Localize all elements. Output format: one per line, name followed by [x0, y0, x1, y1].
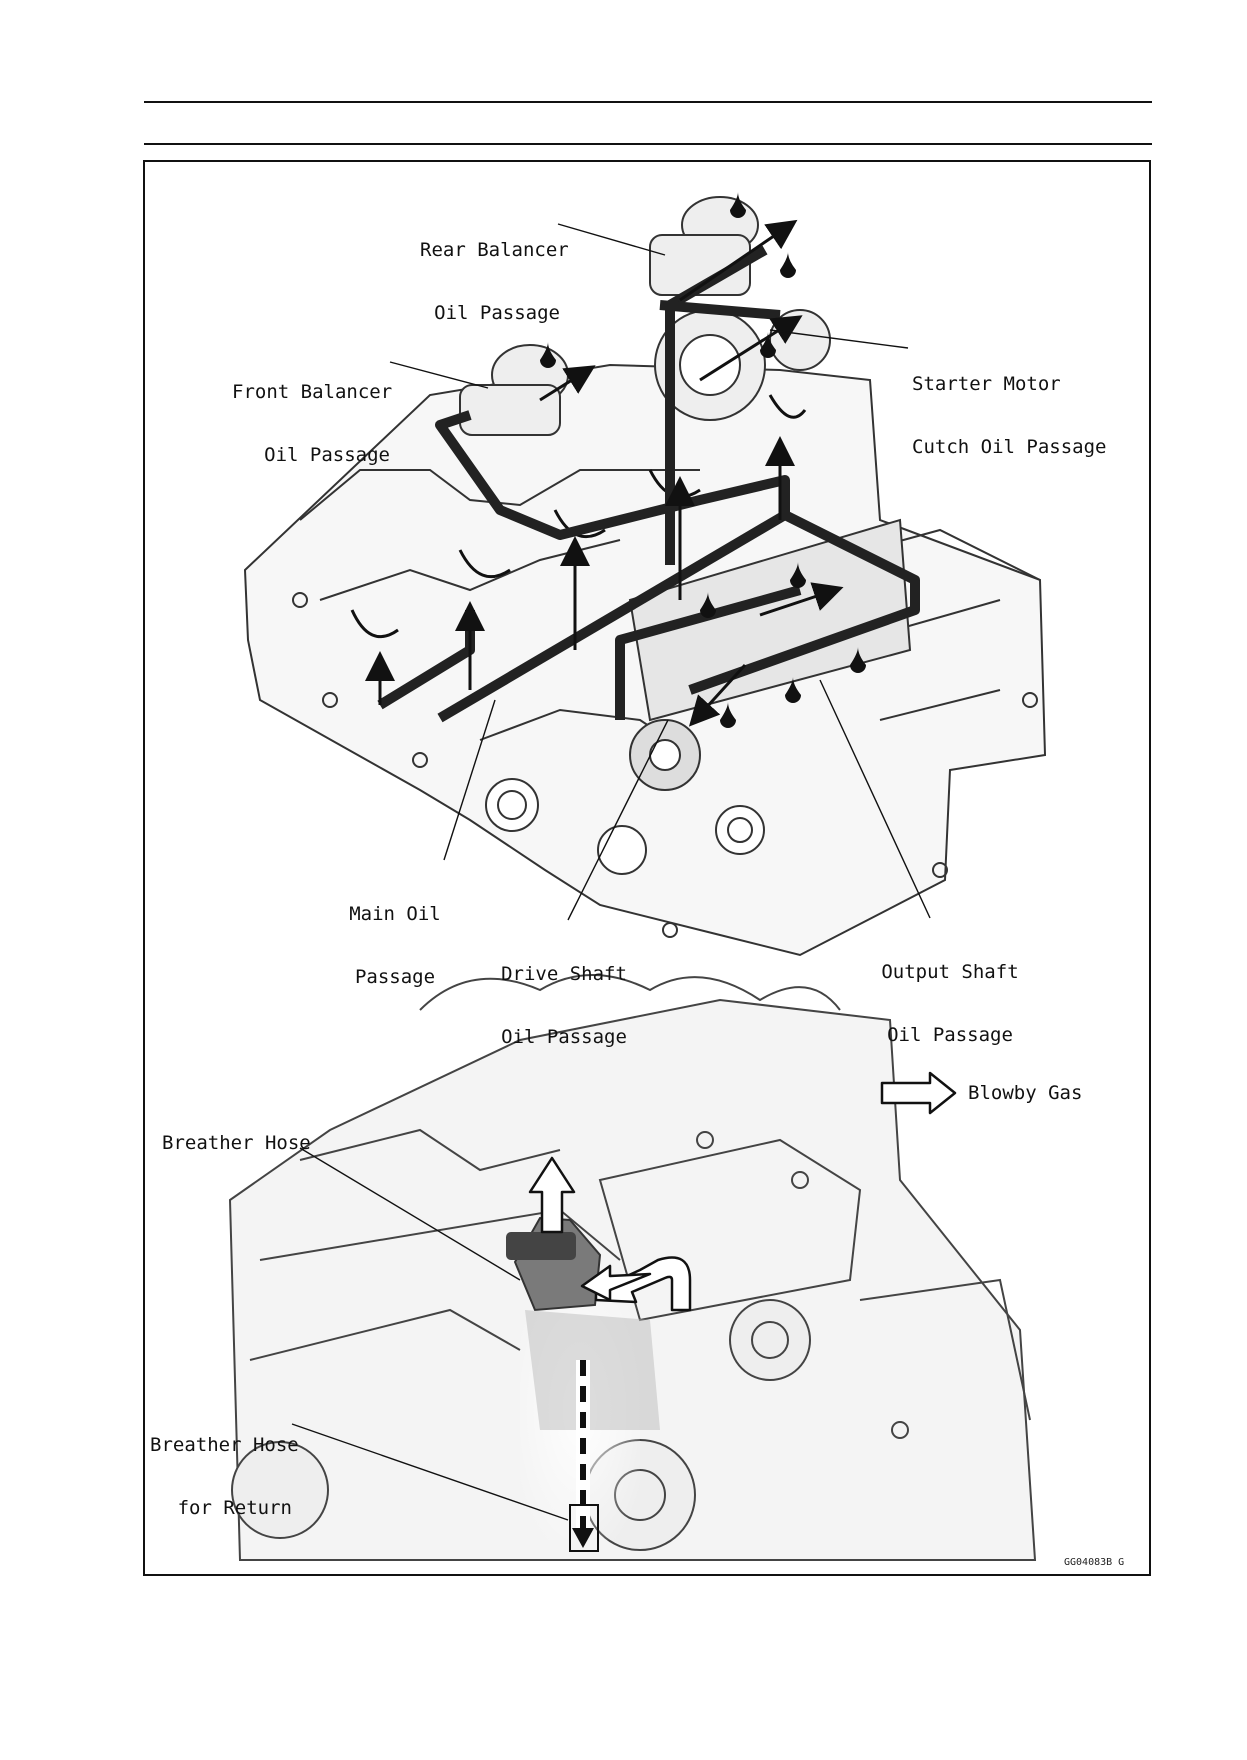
oil-drop-icon [540, 192, 866, 728]
starter-motor-line2: Cutch Oil Passage [912, 436, 1107, 458]
figure-frame [143, 160, 1151, 1576]
breather-hose-label: Breather Hose [162, 1132, 311, 1154]
main-oil-line2: Passage [354, 966, 436, 988]
hollow-arrow-icon [528, 1156, 692, 1312]
rear-balancer-line1: Rear Balancer [420, 239, 569, 261]
rear-balancer-label: Rear Balancer Oil Passage [420, 198, 569, 345]
drive-shaft-line2: Oil Passage [501, 1026, 627, 1048]
blowby-legend-label: Blowby Gas [968, 1082, 1083, 1104]
front-balancer-line2: Oil Passage [264, 444, 390, 466]
drive-shaft-line1: Drive Shaft [501, 963, 627, 985]
output-shaft-line1: Output Shaft [881, 961, 1019, 983]
breather-return-line1: Breather Hose [150, 1434, 299, 1456]
balancer-gears [459, 196, 912, 791]
front-balancer-line1: Front Balancer [232, 381, 393, 403]
return-flow-dashed [569, 1360, 599, 1552]
header-rule-top [144, 101, 1152, 103]
oil-passage-network [377, 245, 920, 723]
header-rule-bottom [144, 143, 1152, 145]
main-oil-line1: Main Oil [349, 903, 441, 925]
main-oil-label: Main Oil Passage [340, 862, 450, 1009]
oil-flow-arrows [365, 219, 844, 727]
rear-balancer-line2: Oil Passage [434, 302, 560, 324]
upper-leader-lines [389, 223, 931, 921]
figure-code: GG04083B G [1064, 1557, 1125, 1568]
lower-leader-lines [291, 1147, 569, 1521]
breather-hose [506, 1216, 660, 1430]
starter-motor-line1: Starter Motor [912, 373, 1061, 395]
breather-return-label: Breather Hose for Return [150, 1393, 299, 1540]
output-shaft-line2: Oil Passage [887, 1024, 1013, 1046]
breather-return-line2: for Return [177, 1497, 292, 1519]
output-shaft-label: Output Shaft Oil Passage [880, 920, 1020, 1067]
starter-motor-label: Starter Motor Cutch Oil Passage [912, 332, 1112, 479]
front-balancer-label: Front Balancer Oil Passage [232, 340, 393, 487]
legend-arrow-icon [880, 1071, 957, 1115]
drive-shaft-label: Drive Shaft Oil Passage [494, 922, 634, 1069]
